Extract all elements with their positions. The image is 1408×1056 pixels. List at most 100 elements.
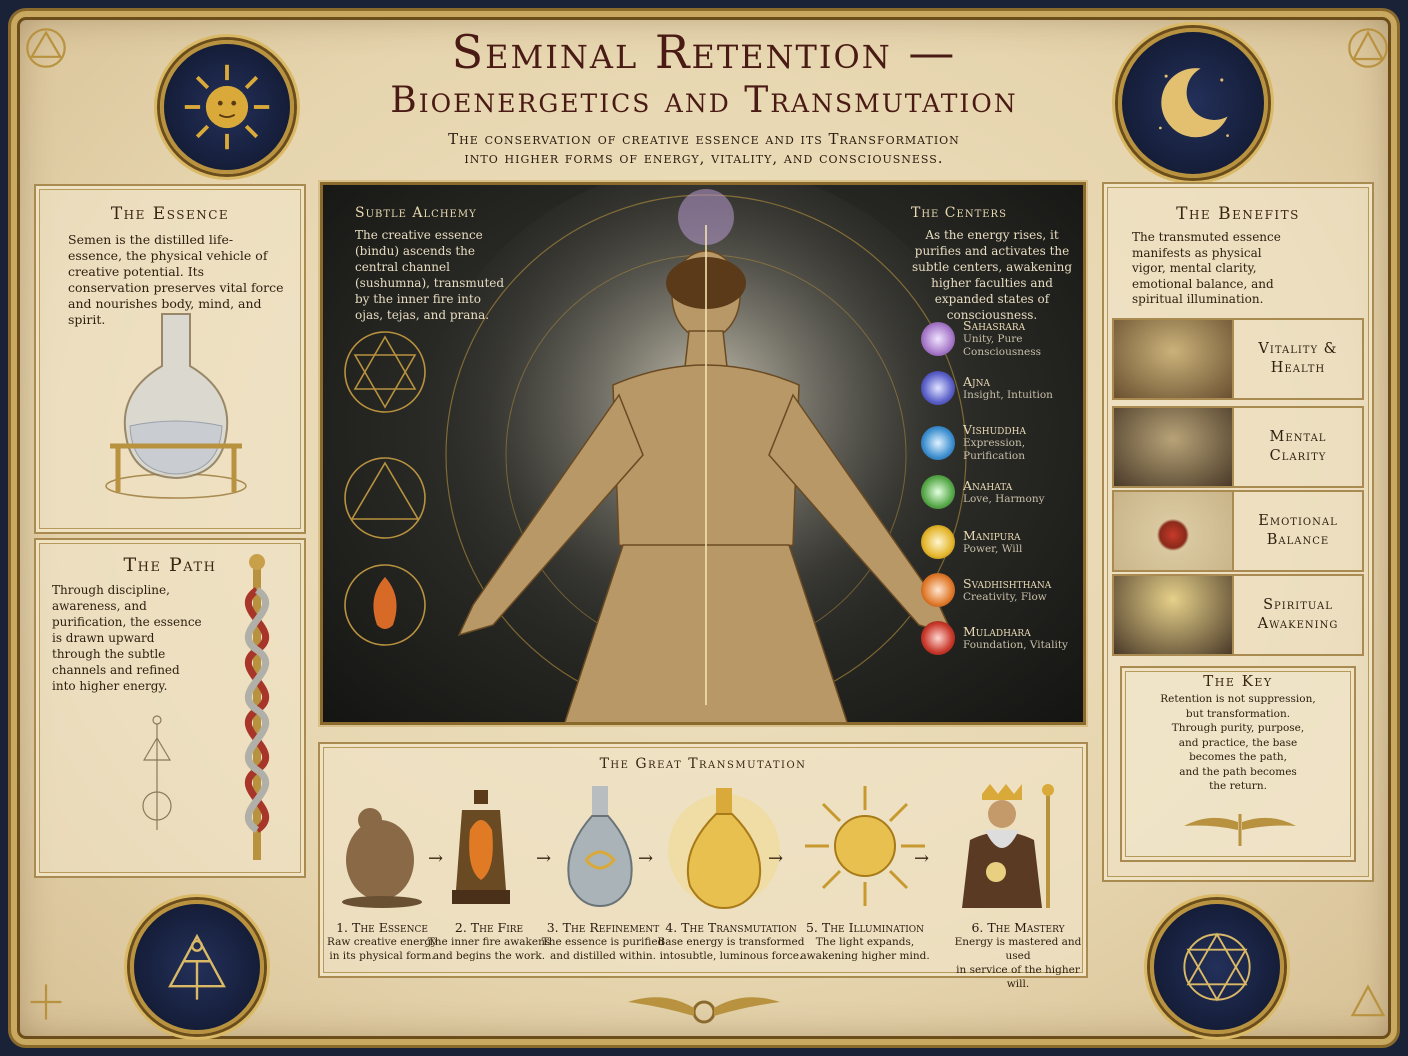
lotus-icon [921, 525, 955, 559]
key-text: Retention is not suppression, but transf… [1122, 692, 1354, 794]
radiant-sun-icon [805, 786, 925, 906]
chakra-desc: Foundation, Vitality [963, 638, 1068, 651]
key-line: Through purity, purpose, [1171, 722, 1305, 734]
king-figure-icon [962, 784, 1054, 908]
essence-panel: The Essence Semen is the distilled life-… [34, 184, 306, 534]
benefit-label: Mental Clarity [1234, 406, 1364, 488]
path-panel: The Path Through discipline, awareness, … [34, 538, 306, 878]
chakra-name: Anahata [963, 477, 1013, 493]
cross-glyph-icon [30, 984, 62, 1020]
subtle-alchemy-text: The creative essence (bindu) ascends the… [355, 228, 505, 322]
lotus-icon [921, 573, 955, 607]
page-subtitle: The conservation of creative essence and… [380, 130, 1028, 168]
benefit-label: Spiritual Awakening [1234, 574, 1364, 656]
chakra-name: Svadhishthana [963, 575, 1052, 591]
transmutation-stage-illustrations [342, 784, 1054, 910]
chakra-desc: Power, Will [963, 542, 1023, 555]
essence-heading: The Essence [110, 204, 230, 224]
stage-name: 5. The Illumination [805, 920, 925, 935]
caduceus-staff-icon [245, 554, 269, 860]
benefits-text: The transmuted essence manifests as phys… [1132, 230, 1281, 306]
stage-desc: in service of the higher will. [956, 964, 1080, 990]
triangle-glyph-icon [1348, 28, 1388, 68]
stage-name: 1. The Essence [336, 920, 428, 935]
stage-essence: 1. The Essence Raw creative energy in it… [317, 920, 447, 963]
path-text: Through discipline, awareness, and purif… [52, 583, 202, 693]
alchemical-flask-icon [105, 313, 247, 499]
triangle-glyph-icon [1350, 984, 1386, 1017]
key-line: the return. [1209, 780, 1267, 792]
stage-desc: Energy is mastered and used [954, 936, 1082, 962]
key-line: but transformation. [1185, 707, 1291, 720]
stage-fire: 2. The Fire The inner fire awakens and b… [424, 920, 554, 963]
stage-desc: Base energy is transformed [657, 936, 805, 948]
essence-text: Semen is the distilled life-essence, the… [68, 232, 284, 327]
stage-desc: intosubtle, luminous force. [659, 950, 803, 962]
key-heading: The Key [1203, 672, 1273, 690]
stage-desc: Raw creative energy [326, 936, 438, 948]
sage-figure-image [1112, 574, 1234, 656]
benefit-label: Vitality & Health [1234, 318, 1364, 400]
stage-name: 4. The Transmutation [665, 920, 797, 935]
chakra-desc: Expression, Purification [963, 437, 1026, 462]
key-line: Retention is not suppression, [1160, 693, 1316, 705]
lotus-icon [921, 621, 955, 655]
glass-flask-icon [567, 786, 633, 908]
stage-name: 3. The Refinement [546, 920, 660, 935]
moon-medallion [1118, 28, 1268, 178]
alchemical-symbol-icon [168, 933, 226, 1000]
key-panel: The Key Retention is not suppression, bu… [1120, 666, 1356, 862]
scholar-figure-image [1112, 406, 1234, 488]
arrow-right-icon: → [536, 848, 552, 869]
stage-mastery: 6. The Mastery Energy is mastered and us… [948, 920, 1088, 991]
key-line: becomes the path, [1189, 751, 1287, 763]
stage-illumination: 5. The Illumination The light expands, a… [800, 920, 930, 963]
stage-name: 2. The Fire [454, 920, 524, 935]
subtle-alchemy-heading: Subtle Alchemy [355, 205, 477, 221]
arrow-right-icon: → [638, 848, 654, 869]
chakra-desc: Creativity, Flow [963, 590, 1047, 603]
winged-emblem-icon [628, 997, 780, 1024]
subtitle-line-1: The conservation of creative essence and… [448, 130, 960, 148]
sun-icon [184, 64, 270, 150]
centers-block: The Centers As the energy rises, it puri… [907, 205, 1077, 323]
benefit-emotional: Emotional Balance [1112, 490, 1364, 572]
lotus-icon [921, 475, 955, 509]
benefit-vitality: Vitality & Health [1112, 318, 1364, 400]
key-line: and practice, the base [1178, 736, 1298, 749]
chakra-illustration: Subtle Alchemy The creative essence (bin… [320, 182, 1086, 725]
sun-medallion [160, 40, 294, 174]
lotus-icon [921, 371, 955, 405]
triangle-glyph-icon [26, 28, 66, 68]
benefit-spiritual: Spiritual Awakening [1112, 574, 1364, 656]
stage-transmutation: 4. The Transmutation Base energy is tran… [656, 920, 806, 963]
centers-heading: The Centers [911, 205, 1007, 221]
stage-desc: The essence is purified [541, 936, 665, 948]
moon-icon [1159, 68, 1229, 138]
chakra-name: Muladhara [963, 623, 1031, 639]
crouching-figure-icon [342, 808, 422, 908]
benefit-clarity: Mental Clarity [1112, 406, 1364, 488]
stage-refinement: 3. The Refinement The essence is purifie… [538, 920, 668, 963]
subtitle-line-2: into higher forms of energy, vitality, a… [464, 149, 944, 167]
lantern-icon [452, 790, 510, 904]
chakra-name: Manipura [963, 527, 1021, 543]
benefit-label: Emotional Balance [1234, 490, 1364, 572]
title-line-2: Bioenergetics and Transmutation [390, 80, 1018, 121]
chakra-desc: Insight, Intuition [963, 388, 1053, 401]
title-line-1: Seminal Retention — [451, 25, 957, 79]
athlete-figure-image [1112, 318, 1234, 400]
chakra-name: Vishuddha [963, 422, 1026, 437]
stage-name: 6. The Mastery [971, 920, 1065, 935]
subtle-alchemy-block: Subtle Alchemy The creative essence (bin… [355, 205, 505, 323]
lotus-icon [921, 426, 955, 460]
transmutation-heading: The Great Transmutation [599, 756, 807, 772]
page-title: Seminal Retention — Bioenergetics and Tr… [0, 26, 1408, 124]
centers-text: As the energy rises, it purifies and act… [911, 228, 1073, 322]
key-line: and the path becomes [1179, 765, 1297, 778]
